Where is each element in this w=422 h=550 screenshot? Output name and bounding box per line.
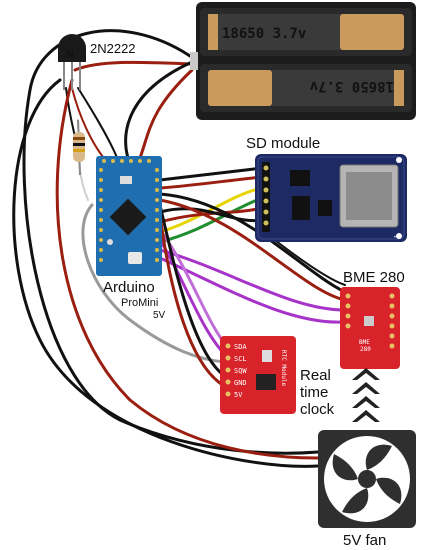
- wire-transistor-leg-3: [77, 87, 119, 161]
- wire-violet-arduino-bme-1: [158, 248, 347, 312]
- wires: [12, 29, 347, 468]
- sd-module-label: SD module: [246, 135, 320, 152]
- battery-holder: 18650 3.7v 18650 3.7v: [190, 2, 416, 120]
- wire-red-arduino-rtc: [158, 213, 230, 390]
- bme280-silk-1: BME: [359, 339, 370, 346]
- wire-black-battery-loop: [22, 29, 320, 455]
- bme280-sensor: BME 280 BME 280: [340, 269, 405, 369]
- arduino-model-label: ProMini: [121, 297, 158, 309]
- rtc-label-line3: clock: [300, 401, 335, 418]
- rtc-pin-5v: 5V: [234, 391, 243, 399]
- svg-text:←: ←: [392, 230, 401, 240]
- rtc-pin-scl: SCL: [234, 355, 247, 363]
- arduino-chip: [109, 198, 147, 236]
- wire-black-left-loop: [12, 78, 320, 468]
- rtc-pin-sda: SDA: [234, 343, 247, 351]
- bme280-chip: [364, 316, 374, 326]
- wire-black-arduino-sd: [158, 166, 264, 182]
- wire-red-fan: [55, 78, 320, 460]
- arduino-label: Arduino: [103, 279, 155, 296]
- resistor: [73, 119, 85, 176]
- rtc-silk: RTC Module: [280, 350, 287, 387]
- rtc-chip: [256, 374, 276, 390]
- battery-cell-bottom: 18650 3.7v: [208, 70, 404, 106]
- airflow-chevrons-icon: [352, 368, 380, 422]
- bme280-label: BME 280: [343, 269, 405, 286]
- battery-cell-top: 18650 3.7v: [208, 14, 404, 50]
- fan-icon: [332, 444, 402, 514]
- wire-red-battery-transistor: [73, 60, 192, 72]
- transistor-glyph: N: [66, 49, 74, 61]
- wire-red-battery-arduino: [138, 68, 194, 160]
- wire-black-arduino-sd-2: [158, 207, 264, 223]
- sd-pin-header: [262, 162, 270, 232]
- rtc-module: SDA SCL SQW GND 5V RTC Module Real time …: [220, 336, 335, 418]
- npn-transistor-icon: [58, 34, 86, 62]
- battery-bottom-label: 18650 3.7v: [310, 78, 394, 94]
- sd-module: SD module ←: [246, 135, 407, 242]
- wire-black-arduino-rtc: [158, 203, 230, 380]
- rtc-label-line2: time: [300, 384, 328, 401]
- rtc-pin-sqw: SQW: [234, 367, 247, 375]
- transistor-label: 2N2222: [90, 41, 136, 56]
- bme280-silk-2: 280: [360, 346, 371, 353]
- wire-red-arduino-sd: [158, 175, 264, 190]
- rtc-label-line1: Real: [300, 367, 331, 384]
- fan: 5V fan: [318, 430, 416, 549]
- rtc-pin-gnd: GND: [234, 379, 247, 387]
- arduino-pro-mini: Arduino ProMini 5V: [96, 156, 166, 321]
- battery-top-label: 18650 3.7v: [222, 26, 306, 42]
- fan-label: 5V fan: [343, 532, 386, 549]
- wire-violet-arduino-rtc-2: [158, 238, 230, 360]
- arduino-voltage-label: 5V: [153, 310, 166, 321]
- wire-red-arduino-bme: [158, 198, 347, 302]
- wire-black-battery-arduino: [124, 60, 194, 160]
- transistor-2n2222: N 2N2222: [58, 34, 136, 90]
